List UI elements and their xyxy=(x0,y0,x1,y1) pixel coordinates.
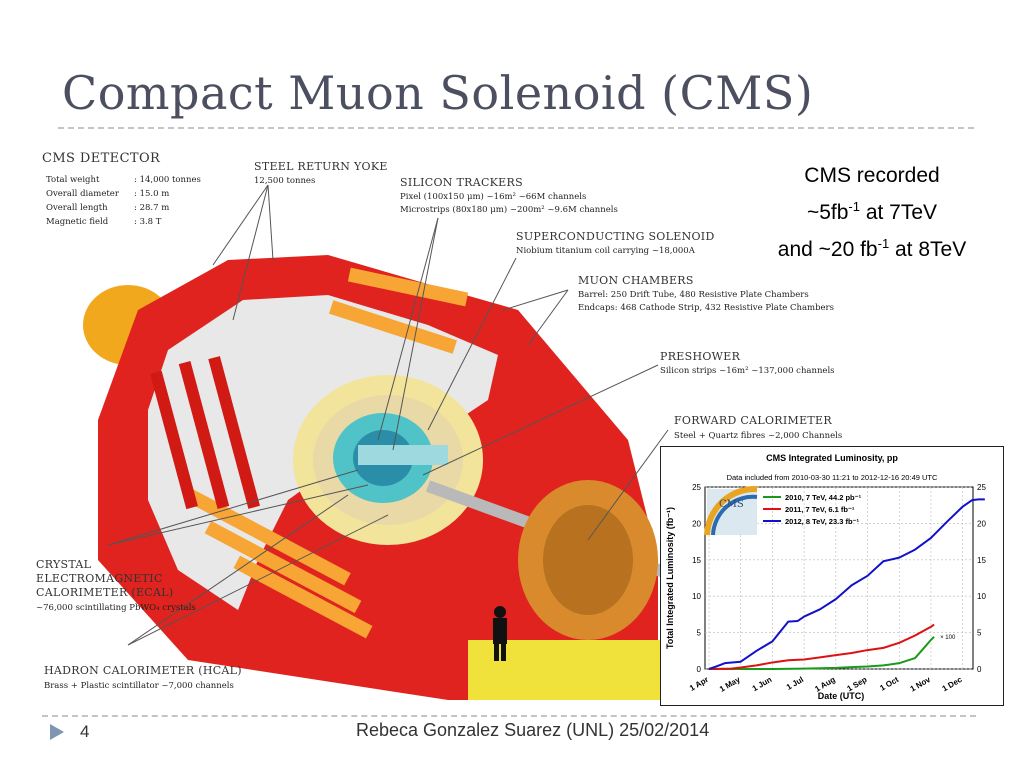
x-tick-label: 1 Dec xyxy=(941,675,964,694)
label-forward-sub: Steel + Quartz fibres ~2,000 Channels xyxy=(674,431,842,441)
svg-text:Magnetic field: Magnetic field xyxy=(46,217,109,227)
y-tick-label-right: 20 xyxy=(977,519,986,528)
svg-text:: 3.8 T: : 3.8 T xyxy=(134,217,162,227)
y-tick-label-right: 5 xyxy=(977,629,982,638)
legend-entry: 2010, 7 TeV, 44.2 pb⁻¹ xyxy=(785,493,862,502)
footer-text: Rebeca Gonzalez Suarez (UNL) 25/02/2014 xyxy=(356,720,710,740)
y-tick-label: 20 xyxy=(692,519,701,528)
y-tick-label: 5 xyxy=(697,629,702,638)
x-tick-label: 1 Oct xyxy=(878,675,900,693)
label-hcal-sub: Brass + Plastic scintillator ~7,000 chan… xyxy=(44,681,234,691)
svg-text:Overall diameter: Overall diameter xyxy=(46,189,120,199)
x-tick-label: 1 Apr xyxy=(688,675,710,693)
label-forward-title: FORWARD CALORIMETER xyxy=(674,414,832,427)
series-line-0 xyxy=(709,636,935,670)
y-tick-label-right: 15 xyxy=(977,556,986,565)
y-tick-label: 25 xyxy=(692,483,701,492)
series-line-2 xyxy=(708,498,985,670)
label-ecal-sub: ~76,000 scintillating PbWO₄ crystals xyxy=(36,603,196,613)
label-yoke-title: STEEL RETURN YOKE xyxy=(254,160,388,173)
svg-text:CMS: CMS xyxy=(719,499,744,510)
cms-logo-icon: CMS xyxy=(704,485,758,536)
label-preshower-title: PRESHOWER xyxy=(660,350,741,363)
x-tick-label: 1 Jun xyxy=(751,675,774,693)
recorded-line3: and ~20 fb-1 at 8TeV xyxy=(777,236,967,261)
x-tick-label: 1 Jul xyxy=(785,675,805,692)
svg-text:Overall length: Overall length xyxy=(46,203,108,213)
y-axis-label: Total Integrated Luminosity (fb⁻¹) xyxy=(665,507,675,649)
hcal-label-block: HADRON CALORIMETER (HCAL) Brass + Plasti… xyxy=(44,664,242,691)
x-axis-label: Date (UTC) xyxy=(818,691,865,701)
label-tracker-sub2: Microstrips (80x180 μm) ~200m² ~9.6M cha… xyxy=(400,204,618,215)
forward-label-block: FORWARD CALORIMETER Steel + Quartz fibre… xyxy=(674,414,842,441)
title-divider xyxy=(58,127,974,129)
slide-arrow-icon xyxy=(50,724,64,740)
label-ecal-title1: CRYSTAL xyxy=(36,558,92,571)
label-muon-sub1: Barrel: 250 Drift Tube, 480 Resistive Pl… xyxy=(578,290,809,300)
recorded-luminosity-text: CMS recorded ~5fb-1 at 7TeV and ~20 fb-1… xyxy=(752,160,992,265)
chart-annotation: × 100 xyxy=(940,635,956,641)
y-tick-label: 15 xyxy=(692,556,701,565)
x-tick-label: 1 May xyxy=(718,675,742,694)
label-ecal-title3: CALORIMETER (ECAL) xyxy=(36,586,173,599)
luminosity-chart: CMS Integrated Luminosity, pp Data inclu… xyxy=(660,446,1004,706)
ecal-label-block: CRYSTAL ELECTROMAGNETIC CALORIMETER (ECA… xyxy=(36,558,196,613)
y-tick-label-right: 10 xyxy=(977,592,986,601)
y-tick-label-right: 25 xyxy=(977,483,986,492)
svg-text:: 15.0 m: : 15.0 m xyxy=(134,189,169,199)
label-solenoid-sub: Niobium titanium coil carrying ~18,000A xyxy=(516,246,696,256)
series-line-1 xyxy=(708,623,935,670)
recorded-line1: CMS recorded xyxy=(804,164,940,187)
label-tracker-sub1: Pixel (100x150 μm) ~16m² ~66M channels xyxy=(400,191,586,202)
person-silhouette xyxy=(493,606,507,661)
detector-heading: CMS DETECTOR xyxy=(42,151,161,166)
svg-text:: 14,000 tonnes: : 14,000 tonnes xyxy=(134,175,201,185)
chart-subtitle: Data included from 2010-03-30 11:21 to 2… xyxy=(727,473,938,482)
y-tick-label-right: 0 xyxy=(977,665,982,674)
svg-text:: 28.7 m: : 28.7 m xyxy=(134,203,169,213)
label-hcal-title: HADRON CALORIMETER (HCAL) xyxy=(44,664,242,677)
x-tick-label: 1 Nov xyxy=(909,675,933,694)
label-preshower-sub: Silicon strips ~16m² ~137,000 channels xyxy=(660,366,835,376)
y-tick-label: 0 xyxy=(697,665,702,674)
svg-text:Total weight: Total weight xyxy=(46,175,100,185)
footer-divider xyxy=(42,715,976,717)
legend-entry: 2011, 7 TeV, 6.1 fb⁻¹ xyxy=(785,505,855,514)
y-tick-label: 10 xyxy=(692,592,701,601)
slide-title: Compact Muon Solenoid (CMS) xyxy=(62,66,814,120)
label-muon-sub2: Endcaps: 468 Cathode Strip, 432 Resistiv… xyxy=(578,303,834,313)
cms-detector-illustration: CMS DETECTOR Total weight : 14,000 tonnes… xyxy=(42,151,835,700)
label-tracker-title: SILICON TRACKERS xyxy=(400,176,523,189)
slide-number: 4 xyxy=(80,722,90,741)
label-ecal-title2: ELECTROMAGNETIC xyxy=(36,572,163,585)
chart-legend: 2010, 7 TeV, 44.2 pb⁻¹ 2011, 7 TeV, 6.1 f… xyxy=(763,493,862,526)
luminosity-chart-svg: CMS Integrated Luminosity, pp Data inclu… xyxy=(665,453,986,701)
recorded-line2: ~5fb-1 at 7TeV xyxy=(806,199,938,224)
label-solenoid-title: SUPERCONDUCTING SOLENOID xyxy=(516,230,715,243)
detector-specs: Total weight : 14,000 tonnes Overall diam… xyxy=(46,175,201,227)
chart-title: CMS Integrated Luminosity, pp xyxy=(766,453,898,463)
legend-entry: 2012, 8 TeV, 23.3 fb⁻¹ xyxy=(785,517,860,526)
label-muon-title: MUON CHAMBERS xyxy=(578,274,694,287)
label-yoke-sub: 12,500 tonnes xyxy=(254,176,315,186)
